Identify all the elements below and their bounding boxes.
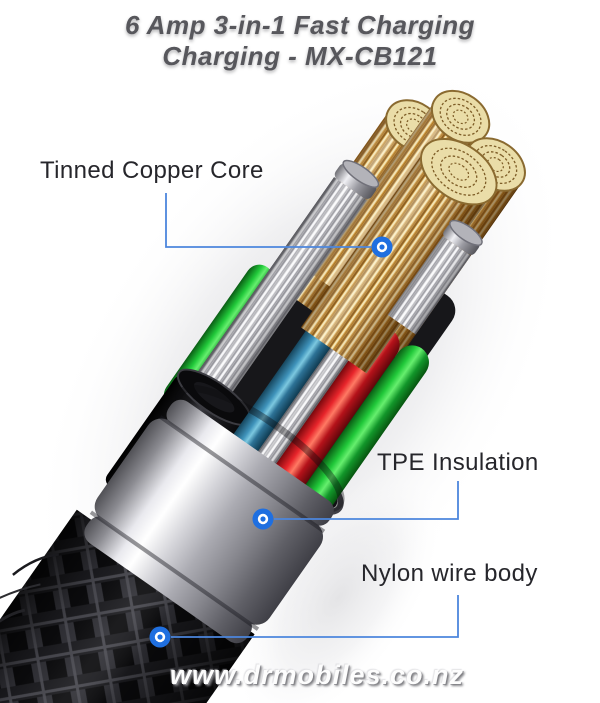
- title-line-1: 6 Amp 3-in-1 Fast Charging: [124, 10, 476, 40]
- background-shadow-lower: [232, 467, 445, 703]
- copper-core-bundle-front: [300, 137, 498, 374]
- tpe-insulation-ring: [84, 399, 334, 644]
- silver-strand-bundle-right: [387, 219, 483, 335]
- nylon-braided-body: [0, 509, 255, 703]
- silver-strand-bundle-left: [195, 159, 380, 399]
- label-tpe-insulation: TPE Insulation: [377, 449, 539, 476]
- page-title: 6 Amp 3-in-1 Fast Charging Charging - MX…: [0, 10, 600, 72]
- nylon-leader-line: [171, 595, 459, 638]
- tpe-leader-line: [274, 481, 459, 520]
- copper-leader-line: [165, 193, 371, 248]
- callout-dot-copper: [371, 236, 393, 258]
- website-watermark: www.drmobiles.co.nz: [169, 660, 465, 690]
- title-line-2: Charging - MX-CB121: [162, 41, 438, 71]
- label-tinned-copper-core: Tinned Copper Core: [40, 157, 264, 184]
- callout-dot-tpe: [252, 508, 274, 530]
- callout-dot-nylon: [149, 626, 171, 648]
- label-nylon-wire-body: Nylon wire body: [361, 560, 538, 587]
